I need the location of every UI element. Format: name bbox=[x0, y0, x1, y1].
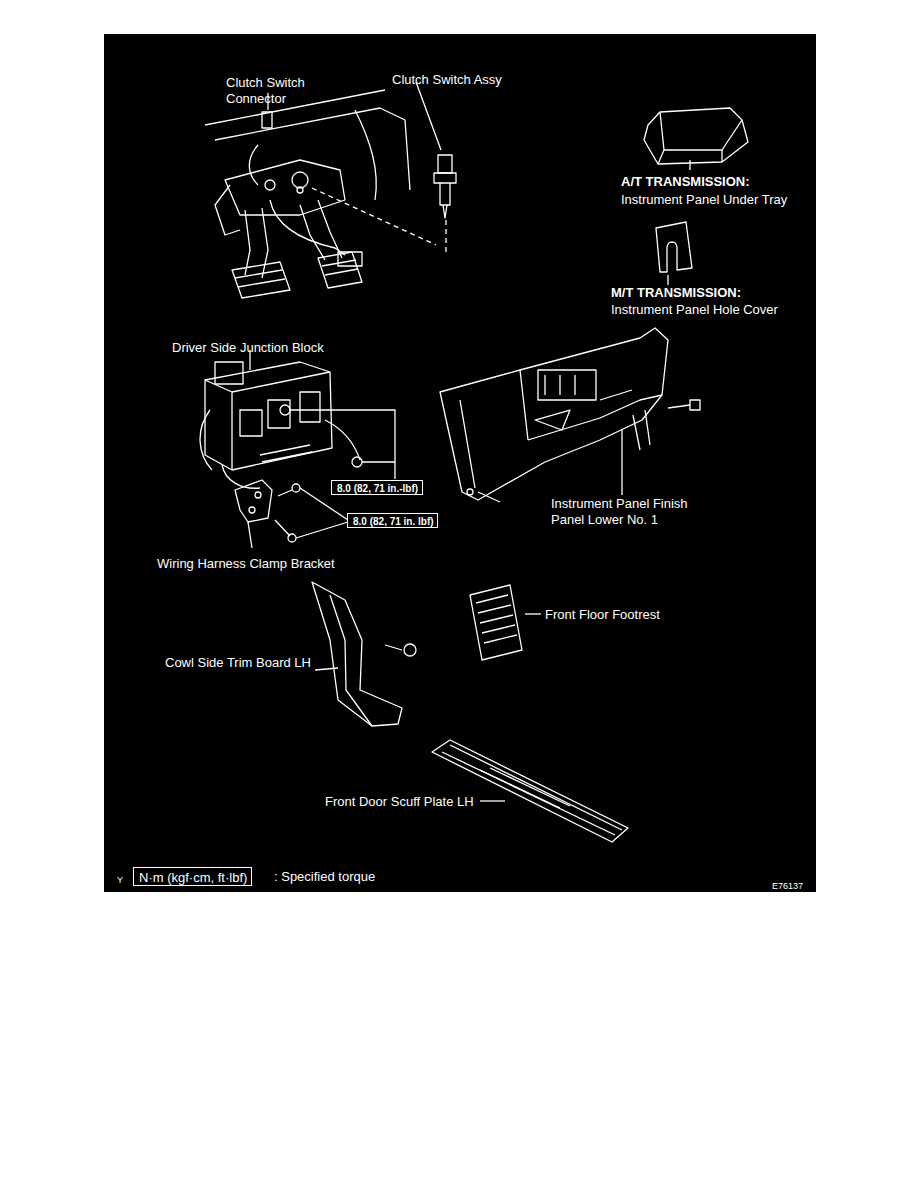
part-label: A/T TRANSMISSION: bbox=[621, 174, 750, 190]
torque-value: N·m (kgf·cm, ft·lbf) bbox=[139, 870, 246, 885]
part-label: E76137 bbox=[772, 878, 803, 894]
part-label: Clutch Switch Connector bbox=[226, 75, 314, 107]
part-label: Instrument Panel Finish Panel Lower No. … bbox=[551, 496, 703, 528]
part-label: M/T TRANSMISSION: bbox=[611, 285, 741, 301]
torque-box: 8.0 (82, 71 in.-lbf) bbox=[331, 480, 423, 495]
torque-value: 8.0 (82, 71 in.-lbf) bbox=[337, 483, 417, 494]
cowl-side-trim bbox=[312, 582, 416, 726]
part-label: Wiring Harness Clamp Bracket bbox=[157, 556, 335, 572]
part-label: Instrument Panel Hole Cover bbox=[611, 302, 778, 318]
leader-line bbox=[290, 410, 395, 479]
clutch-switch bbox=[312, 155, 456, 255]
frame bbox=[103, 33, 817, 893]
unit-box: N·m (kgf·cm, ft·lbf) bbox=[133, 867, 252, 886]
leader-line bbox=[621, 430, 622, 495]
leader-line bbox=[525, 613, 541, 614]
part-label: : Specified torque bbox=[274, 869, 375, 885]
pedal-assembly bbox=[205, 90, 410, 298]
torque-box: 8.0 (82, 71 in. lbf) bbox=[347, 513, 438, 528]
leader-line bbox=[480, 800, 505, 801]
part-label: Clutch Switch Assy bbox=[392, 72, 502, 88]
leader-line bbox=[268, 82, 441, 150]
part-label: Y bbox=[117, 872, 123, 888]
footrest bbox=[470, 585, 522, 660]
part-label: Instrument Panel Under Tray bbox=[621, 192, 787, 208]
finish-panel bbox=[440, 328, 700, 502]
junction-block bbox=[200, 350, 362, 488]
part-label: Driver Side Junction Block bbox=[172, 340, 324, 356]
part-label: Front Floor Footrest bbox=[545, 607, 660, 623]
torque-value: 8.0 (82, 71 in. lbf) bbox=[353, 516, 432, 527]
under-tray bbox=[644, 108, 748, 170]
scuff-plate bbox=[432, 740, 628, 842]
part-label: Cowl Side Trim Board LH bbox=[165, 655, 311, 671]
leader-line bbox=[315, 668, 338, 670]
part-label: Front Door Scuff Plate LH bbox=[325, 794, 474, 810]
hole-cover bbox=[656, 222, 692, 285]
